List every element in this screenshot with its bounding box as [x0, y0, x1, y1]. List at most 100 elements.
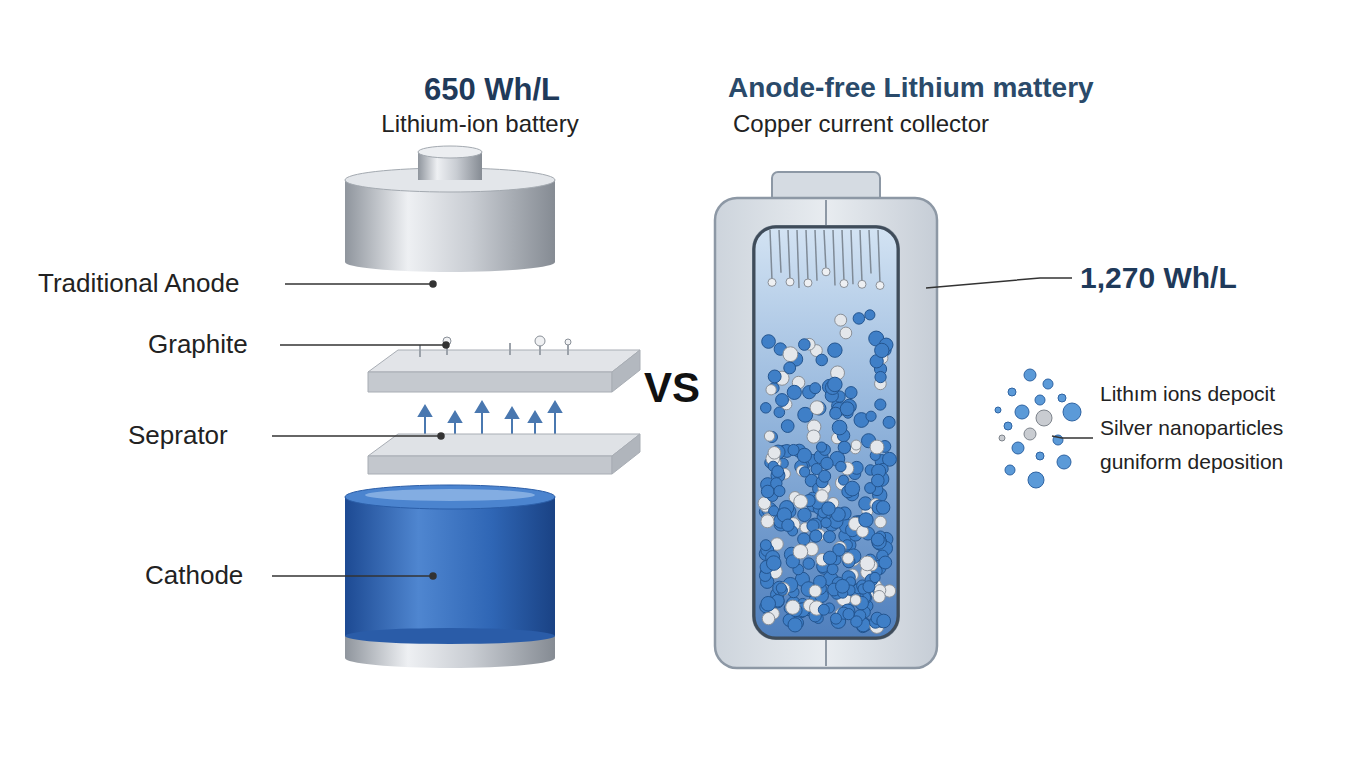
- deposit-filaments: [768, 230, 884, 289]
- loose-particle: [1063, 403, 1081, 421]
- arrow-head: [476, 402, 488, 412]
- ion-particle: [782, 519, 794, 531]
- ion-particle: [873, 590, 885, 602]
- graphite-front: [368, 372, 612, 392]
- ion-particle: [859, 513, 873, 527]
- pin: [509, 343, 511, 355]
- loose-particle: [1008, 388, 1016, 396]
- ion-particle: [865, 310, 875, 320]
- leader-line: [1052, 436, 1093, 438]
- filament: [779, 230, 781, 273]
- ion-particle: [761, 515, 774, 528]
- ion-particle: [793, 544, 808, 559]
- ion-particle: [816, 490, 829, 503]
- ion-particle: [803, 558, 814, 569]
- ion-particle: [871, 533, 884, 546]
- ion-particle: [766, 385, 776, 395]
- loose-particle: [1012, 442, 1024, 454]
- filament: [815, 230, 817, 281]
- ion-particle: [828, 343, 842, 357]
- ion-particle: [784, 362, 796, 374]
- loose-particle: [999, 435, 1005, 441]
- deposit-ball: [804, 279, 812, 287]
- ion-particle: [810, 530, 822, 542]
- ion-particle: [766, 556, 781, 571]
- loose-particle: [1015, 405, 1029, 419]
- ion-particle: [863, 581, 875, 593]
- ion-particle: [835, 314, 847, 326]
- anode-cylinder: [345, 146, 555, 272]
- deposit-ball: [840, 280, 848, 288]
- ion-particle: [823, 551, 836, 564]
- leader-dot: [430, 573, 436, 579]
- chamber: [754, 227, 898, 638]
- ion-particle: [827, 564, 838, 575]
- filament: [797, 230, 799, 288]
- ion-particle: [823, 531, 835, 543]
- leader-lines: [272, 281, 449, 579]
- anode-bottom: [345, 252, 555, 272]
- filament: [806, 230, 808, 281]
- cathode-body: [345, 497, 555, 636]
- pin: [419, 345, 421, 357]
- ion-particle: [836, 579, 850, 593]
- battery-type: Lithium-ion battery: [381, 110, 578, 138]
- arrow-head: [449, 412, 461, 422]
- ion-particle: [816, 354, 828, 366]
- ion-particle: [760, 540, 771, 551]
- graphite-side: [612, 350, 640, 392]
- filament: [833, 230, 835, 285]
- arrow-head: [549, 402, 561, 412]
- ion-particle: [810, 401, 824, 415]
- leader-line: [272, 575, 432, 577]
- ion-particle: [819, 470, 831, 482]
- ion-particle: [794, 495, 808, 509]
- ion-particle: [768, 370, 781, 383]
- filament: [851, 230, 853, 284]
- ion-particle: [866, 411, 876, 421]
- filament: [869, 230, 871, 273]
- pouch-outline: [715, 198, 937, 668]
- ion-particle: [787, 385, 801, 399]
- ion-particle: [822, 502, 836, 516]
- ion-particle: [877, 614, 891, 628]
- right-leaders: [926, 278, 1093, 438]
- loose-particle: [1024, 428, 1036, 440]
- capacity-value: 650 Wh/L: [424, 72, 560, 108]
- ion-particle: [776, 583, 786, 593]
- loose-particle: [1036, 410, 1052, 426]
- leader-dot: [443, 342, 449, 348]
- deposit-ball: [822, 268, 830, 276]
- ion-particle: [870, 440, 884, 454]
- arrow-head: [506, 408, 518, 418]
- graphite-top: [368, 350, 640, 372]
- ion-particle: [786, 600, 800, 614]
- part-name: Graphite: [148, 330, 248, 360]
- ion-particle: [761, 403, 772, 414]
- deposit-ball: [858, 280, 866, 288]
- ion-particle: [830, 613, 841, 624]
- separator-side: [612, 434, 640, 474]
- ion-particle: [838, 441, 850, 453]
- ion-particle: [776, 394, 789, 407]
- loose-particles: [995, 369, 1081, 488]
- ion-particle: [850, 595, 861, 606]
- ion-particle: [761, 485, 774, 498]
- ion-particle: [761, 596, 776, 611]
- loose-particle: [1035, 395, 1045, 405]
- ion-particle: [836, 461, 846, 471]
- ion-particle: [840, 402, 854, 416]
- deposit-ball: [786, 278, 794, 286]
- separator-top: [368, 434, 640, 456]
- capacity-value: 1,270 Wh/L: [1080, 261, 1237, 296]
- arrow-head: [419, 406, 431, 416]
- ion-particle: [875, 399, 886, 410]
- loose-particle: [1005, 465, 1015, 475]
- cathode-sheen: [365, 489, 535, 501]
- ball: [535, 336, 545, 346]
- part-name: Traditional Anode: [38, 269, 239, 299]
- part-name: Seprator: [128, 421, 228, 451]
- ion-particle: [818, 604, 829, 615]
